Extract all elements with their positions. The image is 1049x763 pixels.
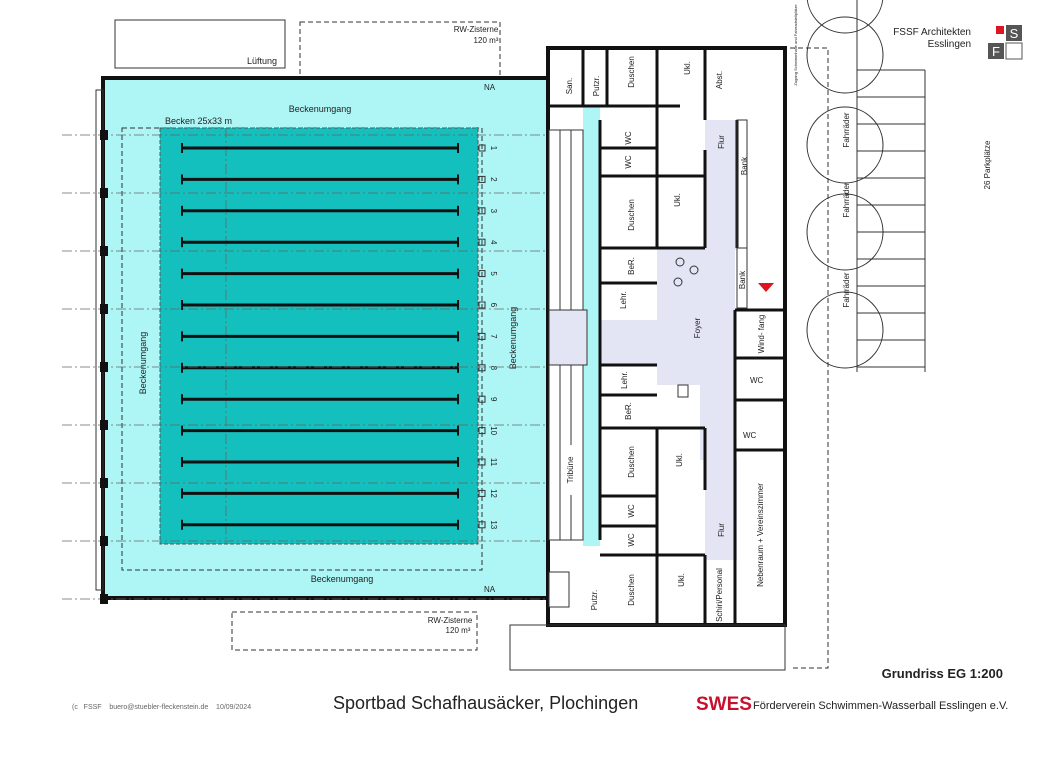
room-flur-top: Flur [717, 135, 726, 149]
lane-number: 1 [489, 146, 498, 151]
ventilation-box [114, 19, 286, 69]
room-duschen-3: Duschen [627, 446, 636, 478]
project-title: Sportbad Schafhausäcker, Plochingen [333, 693, 638, 713]
room-ber-2: BeR. [624, 402, 633, 420]
room-wc-3: WC [750, 376, 764, 385]
copyright: (c FSSF buero@stuebler-fleckenstein.de 1… [72, 704, 251, 711]
lane-number: 4 [489, 240, 498, 245]
lane-number: 12 [489, 489, 498, 498]
bike-parking-2: Fahrräder [842, 182, 851, 217]
room-duschen-1: Duschen [627, 56, 636, 88]
cistern-bottom [231, 611, 478, 651]
lane-number: 5 [489, 271, 498, 276]
room-bank-1: Bank [740, 156, 749, 175]
room-abst: Abst. [715, 71, 724, 89]
room-duschen-4: Duschen [627, 574, 636, 606]
svg-text:F: F [992, 44, 1000, 59]
room-lehr-2: Lehr. [620, 371, 629, 389]
room-ukl-3: Ukl. [675, 453, 684, 467]
svg-text:S: S [1010, 26, 1019, 41]
architect-city: Esslingen [928, 39, 971, 50]
deck-right-label: Beckenumgang [508, 307, 518, 370]
room-ber-1: BeR. [627, 257, 636, 275]
room-ukl-4: Ukl. [677, 573, 686, 587]
deck-left-label: Beckenumgang [138, 332, 148, 395]
room-duschen-2: Duschen [627, 199, 636, 231]
room-lehr-1: Lehr. [619, 291, 628, 309]
architect-logo: S F [988, 25, 1023, 60]
room-windfang: Wind- fang [757, 315, 766, 354]
lane-number: 11 [489, 458, 498, 467]
foyer-area [657, 248, 735, 460]
room-san: San. [565, 78, 574, 94]
room-ukl-1: Ukl. [683, 61, 692, 75]
plan-scale-label: Grundriss EG 1:200 [882, 666, 1003, 681]
pool-title: Becken 25x33 m [165, 116, 232, 126]
lane-number: 9 [489, 397, 498, 402]
lane-number: 6 [489, 303, 498, 308]
bike-parking-1: Fahrräder [842, 112, 851, 147]
room-wc-5: WC [627, 504, 636, 518]
lane-number: 13 [489, 520, 498, 529]
association-name: Förderverein Schwimmen-Wasserball Esslin… [753, 700, 1008, 712]
tribune-label: Tribüne [566, 456, 575, 483]
lane-number: 8 [489, 366, 498, 371]
cistern-top-label: RW-Zisterne [454, 25, 499, 34]
cistern-bottom-label: RW-Zisterne [428, 616, 473, 625]
lane-number: 3 [489, 209, 498, 214]
swes-logo: SWES [696, 694, 752, 715]
lane-number: 7 [489, 334, 498, 339]
cistern-top-volume: 120 m³ [474, 36, 499, 45]
parking-count: 26 Parkplätze [983, 140, 992, 189]
ventilation-label: Lüftung [247, 56, 277, 66]
room-ukl-2: Ukl. [673, 193, 682, 207]
room-wc-1: WC [624, 131, 633, 145]
room-wc-4: WC [743, 431, 757, 440]
deck-bottom-label: Beckenumgang [311, 574, 374, 584]
room-putzr-top: Putzr. [592, 76, 601, 96]
room-wc-2: WC [624, 155, 633, 169]
cistern-bottom-volume: 120 m³ [446, 626, 471, 635]
room-wc-6: WC [627, 533, 636, 547]
access-note: Zugang Schwimmhalle und Fahrradstellplät… [793, 4, 798, 86]
room-foyer: Foyer [693, 317, 702, 338]
lane-number: 10 [489, 426, 498, 435]
room-schiri: Schiri/Personal [715, 568, 724, 622]
entrance-marker-icon [758, 283, 774, 292]
bike-parking-3: Fahrräder [842, 272, 851, 307]
room-flur-bottom: Flur [717, 523, 726, 537]
lane-number: 2 [489, 177, 498, 182]
architect-name: FSSF Architekten [893, 27, 971, 38]
deck-top-label: Beckenumgang [289, 104, 352, 114]
room-nebenraum: Nebenraum + Vereinszimmer [756, 483, 765, 587]
room-bank-2: Bank [738, 270, 747, 289]
room-putzr-bottom: Putzr. [590, 590, 599, 610]
na-top: NA [484, 83, 496, 92]
na-bottom: NA [484, 585, 496, 594]
